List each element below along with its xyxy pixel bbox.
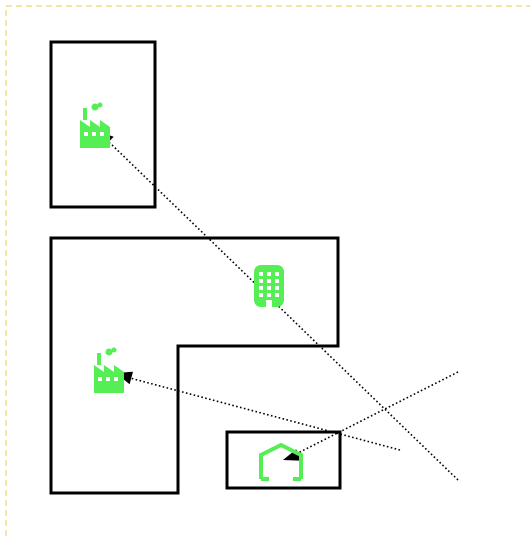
area-top-rectangle[interactable] (49, 40, 157, 209)
area-small-rectangle[interactable] (225, 430, 342, 490)
warehouse-icon[interactable] (259, 442, 303, 481)
flow-to-middle-factory (116, 371, 401, 451)
area-l-shape[interactable] (49, 236, 340, 495)
factory-icon-top[interactable] (80, 102, 110, 149)
flow-to-warehouse (283, 371, 459, 461)
diagram-frame (5, 5, 530, 538)
office-building-icon[interactable] (254, 265, 284, 307)
factory-icon-middle[interactable] (94, 347, 124, 394)
